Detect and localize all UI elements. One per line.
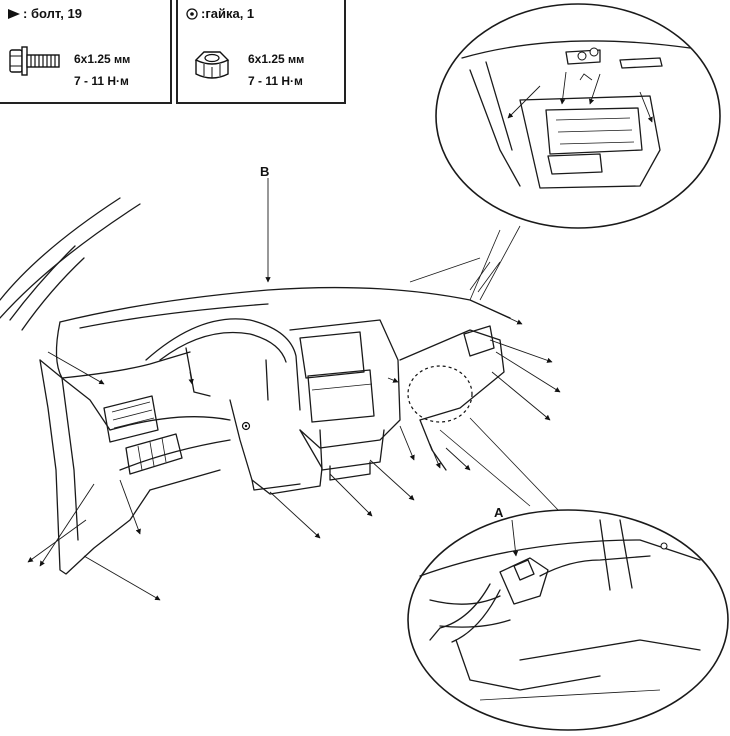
windshield-pillar	[0, 197, 481, 331]
bolt-marker-icon	[8, 8, 20, 19]
legend-nut: :гайка, 1 6x1.25 мм 7 - 11 Н·м	[176, 0, 346, 104]
legend-nut-torque: 7 - 11 Н·м	[248, 74, 303, 88]
detail-leaders	[439, 225, 561, 513]
bolt-icon	[9, 46, 60, 76]
instrument-cluster-hood	[145, 318, 301, 411]
steering-column-cover	[229, 399, 323, 495]
detail-view-upper	[435, 3, 721, 229]
center-console	[289, 319, 401, 481]
legend-bolt-size: 6x1.25 мм	[74, 52, 131, 66]
legend-nut-title: :гайка, 1	[186, 6, 254, 21]
legend-bolt-label: : болт, 19	[23, 6, 82, 21]
callout-label-a: A	[494, 505, 504, 520]
legend-bolt-title: : болт, 19	[8, 6, 82, 21]
left-air-vent	[103, 395, 159, 443]
switch-panel	[125, 433, 183, 475]
legend-bolt: : болт, 19 6x1.25 мм 7 - 11 Н·м	[0, 0, 172, 104]
glove-box-area	[399, 261, 505, 471]
dashboard-body	[39, 286, 511, 575]
legend-bolt-torque: 7 - 11 Н·м	[74, 74, 129, 88]
detail-view-lower	[407, 509, 729, 731]
nut-marker-icon	[186, 7, 198, 20]
nut-icon	[194, 51, 230, 79]
legend-nut-size: 6x1.25 мм	[248, 52, 305, 66]
bolt-arrows	[27, 299, 561, 601]
callout-label-b: B	[260, 164, 270, 179]
legend-nut-label: :гайка, 1	[201, 6, 255, 21]
